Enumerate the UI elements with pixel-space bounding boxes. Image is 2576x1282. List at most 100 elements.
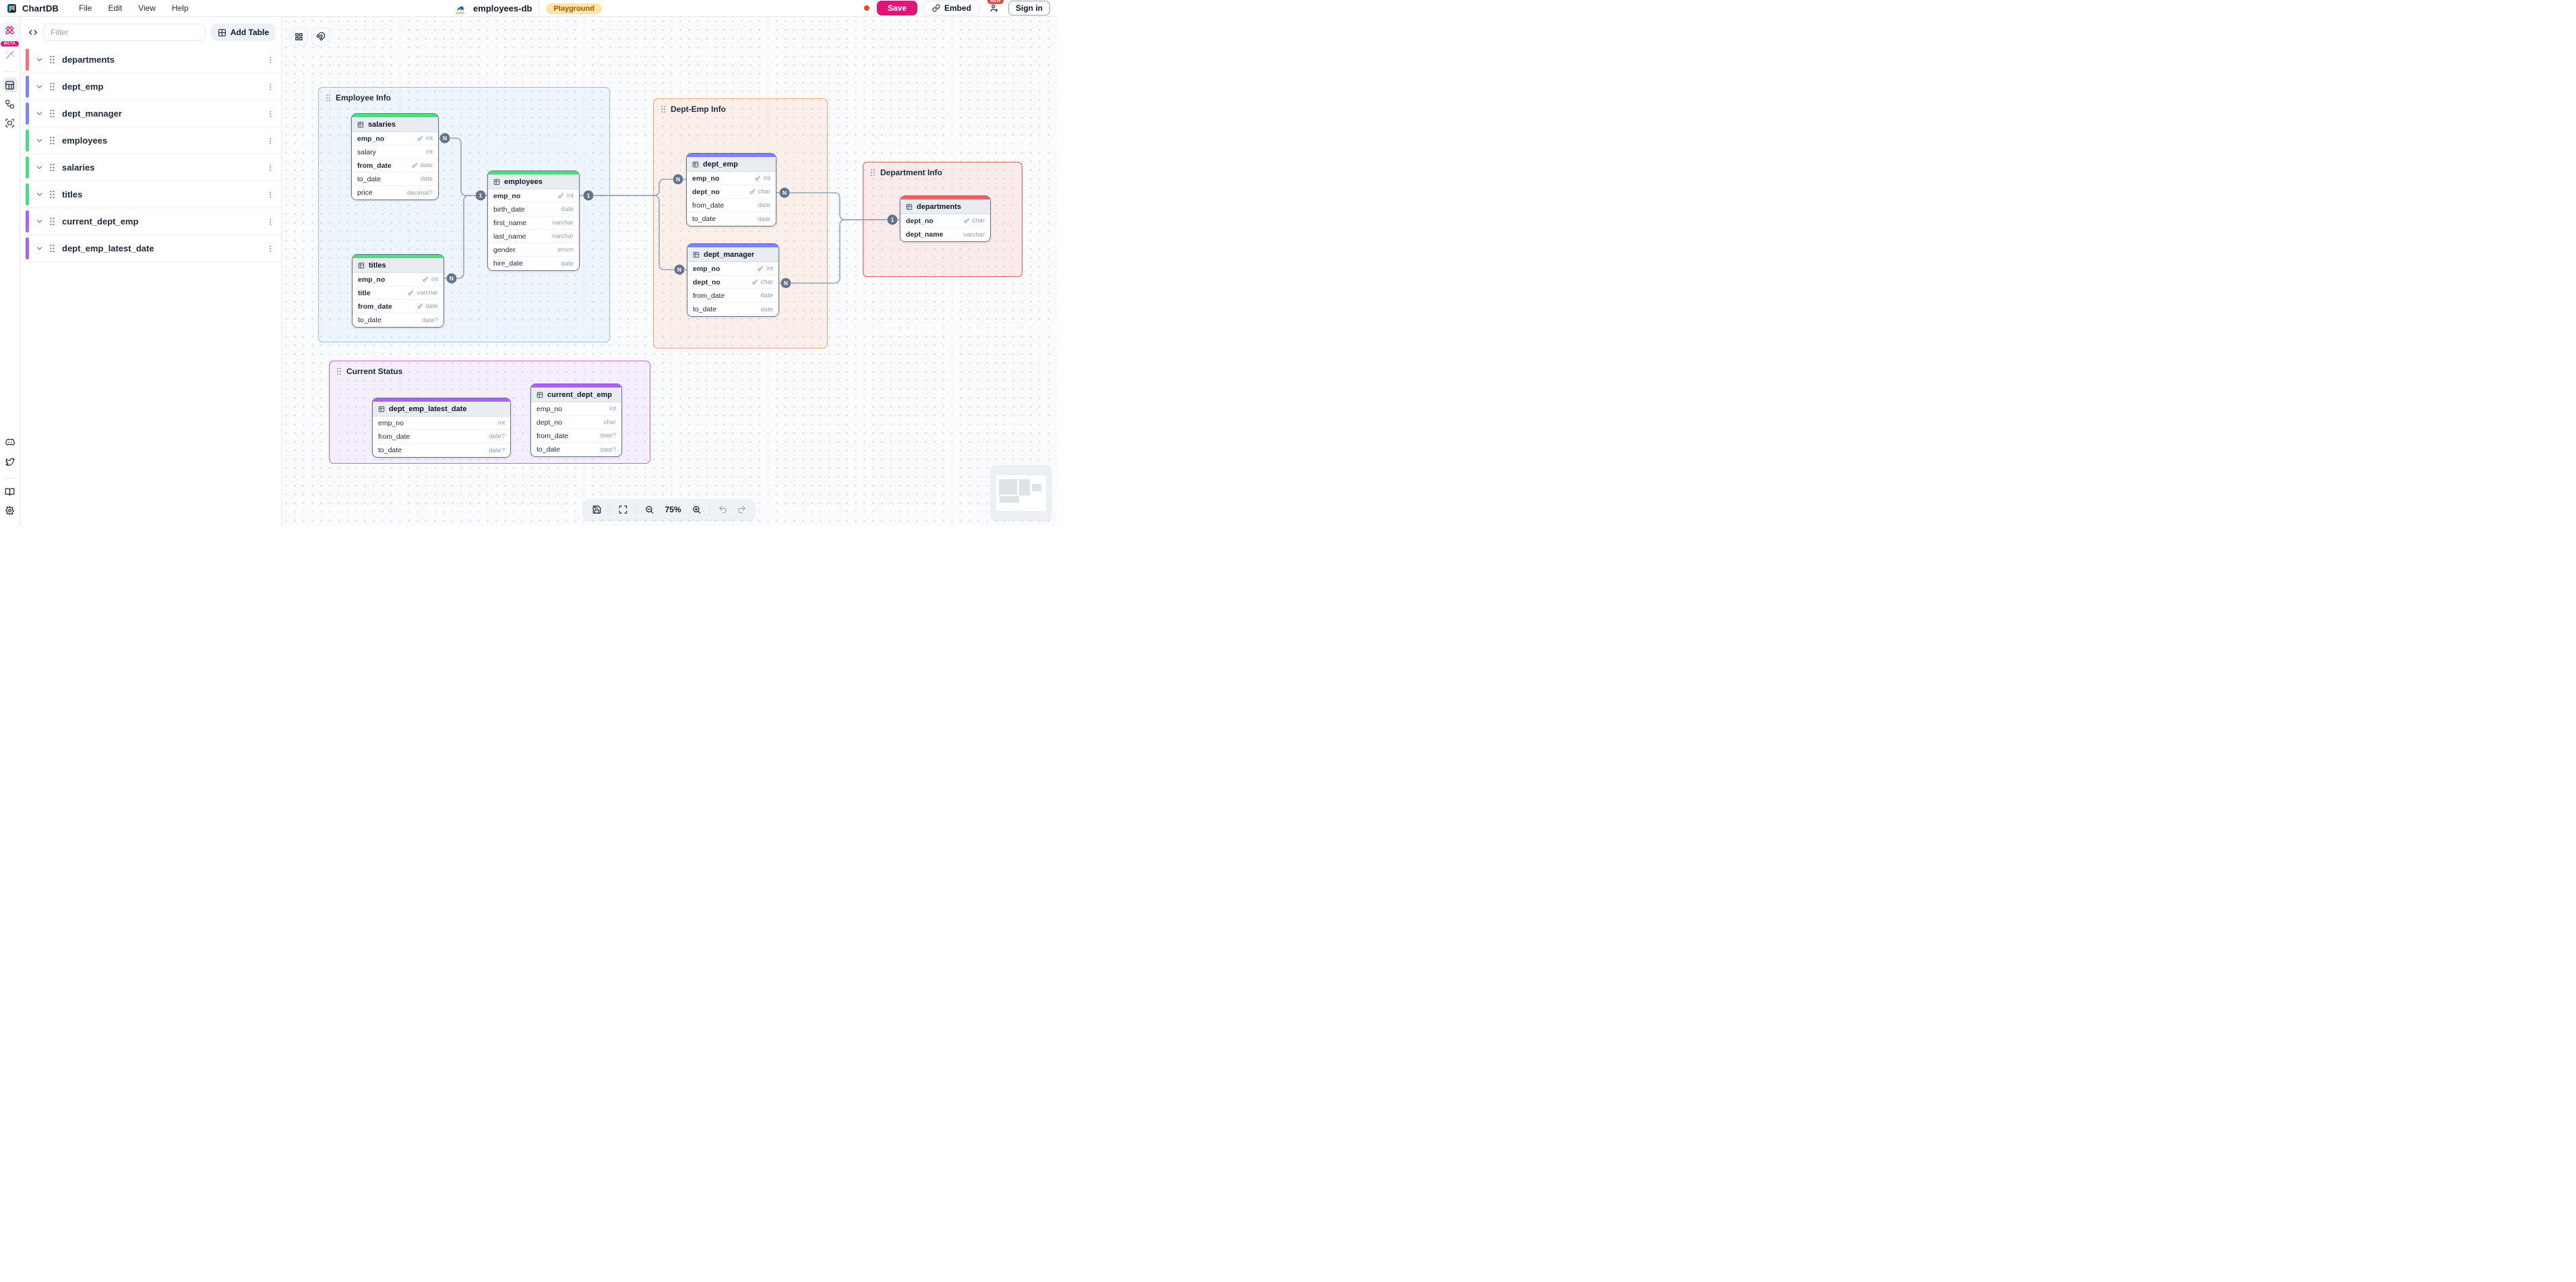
chevron-down-icon[interactable] [35,109,44,118]
table-header[interactable]: dept_manager [687,247,778,262]
drag-handle-icon[interactable] [336,367,342,375]
chevron-down-icon[interactable] [35,190,44,199]
relationships-panel-icon[interactable] [3,96,18,111]
menu-view[interactable]: View [138,3,156,13]
drag-handle-icon[interactable] [870,169,876,177]
zoom-in-icon[interactable] [688,501,706,518]
tables-panel-icon[interactable] [2,78,18,92]
drag-handle-icon[interactable] [49,217,55,226]
sidebar-table-item-salaries[interactable]: salaries [20,154,281,181]
sidebar-table-item-dept_emp[interactable]: dept_emp [20,73,281,100]
chevron-down-icon[interactable] [35,217,44,226]
menu-file[interactable]: File [79,3,92,13]
drag-handle-icon[interactable] [661,105,666,113]
sidebar-table-item-titles[interactable]: titles [20,181,281,208]
save-diagram-icon[interactable] [588,501,605,518]
diagram-title[interactable]: employees-db [473,3,532,13]
sidebar-table-item-departments[interactable]: departments [20,47,281,73]
chevron-down-icon[interactable] [35,55,44,64]
chevron-down-icon[interactable] [35,244,44,253]
table-menu-icon[interactable] [266,244,274,253]
sidebar-table-item-dept_manager[interactable]: dept_manager [20,100,281,127]
drag-handle-icon[interactable] [49,190,55,199]
filter-input[interactable] [43,24,206,41]
save-button[interactable]: Save [876,1,917,16]
menu-help[interactable]: Help [171,3,189,13]
table-header[interactable]: dept_emp_latest_date [373,402,510,417]
twitter-icon[interactable] [3,454,18,468]
sidebar-table-item-current_dept_emp[interactable]: current_dept_emp [20,208,281,235]
drag-handle-icon[interactable] [49,136,55,145]
table-menu-icon[interactable] [266,190,274,200]
table-menu-icon[interactable] [266,109,274,119]
minimap[interactable] [991,465,1051,520]
undo-icon[interactable] [714,501,732,518]
drag-handle-icon[interactable] [49,82,55,91]
docs-book-icon[interactable] [3,484,18,499]
drag-handle-icon[interactable] [49,163,55,172]
view-code-icon[interactable] [28,28,38,37]
dependencies-panel-icon[interactable] [3,115,18,130]
table-header[interactable]: current_dept_emp [531,388,621,402]
table-menu-icon[interactable] [266,136,274,146]
chevron-down-icon[interactable] [35,82,44,91]
table-header[interactable]: salaries [352,117,438,132]
fit-view-icon[interactable] [614,501,632,518]
add-table-button[interactable]: Add Table [210,24,276,41]
drag-handle-icon[interactable] [49,244,55,253]
invite-user-button[interactable]: NEW [986,0,1004,16]
table-header[interactable]: dept_emp [687,157,776,172]
table-menu-icon[interactable] [266,82,274,92]
drag-handle-icon[interactable] [49,55,55,64]
table-menu-icon[interactable] [266,217,274,226]
table-header[interactable]: employees [488,175,579,189]
table-menu-icon[interactable] [266,163,274,173]
drag-handle-icon[interactable] [326,94,331,102]
magic-wand-icon[interactable] [3,47,18,62]
discord-icon[interactable] [3,435,18,450]
magnet-snap-icon[interactable] [312,28,330,45]
redo-icon[interactable] [733,501,751,518]
show-all-grid-icon[interactable] [290,28,307,45]
zoom-level[interactable]: 75% [665,505,681,514]
sign-in-button[interactable]: Sign in [1008,1,1050,16]
sidebar-table-item-dept_emp_latest_date[interactable]: dept_emp_latest_date [20,235,281,262]
table-header[interactable]: titles [352,258,443,273]
table-header[interactable]: departments [900,200,990,214]
zoom-out-icon[interactable] [640,501,658,518]
chevron-down-icon[interactable] [35,136,44,145]
